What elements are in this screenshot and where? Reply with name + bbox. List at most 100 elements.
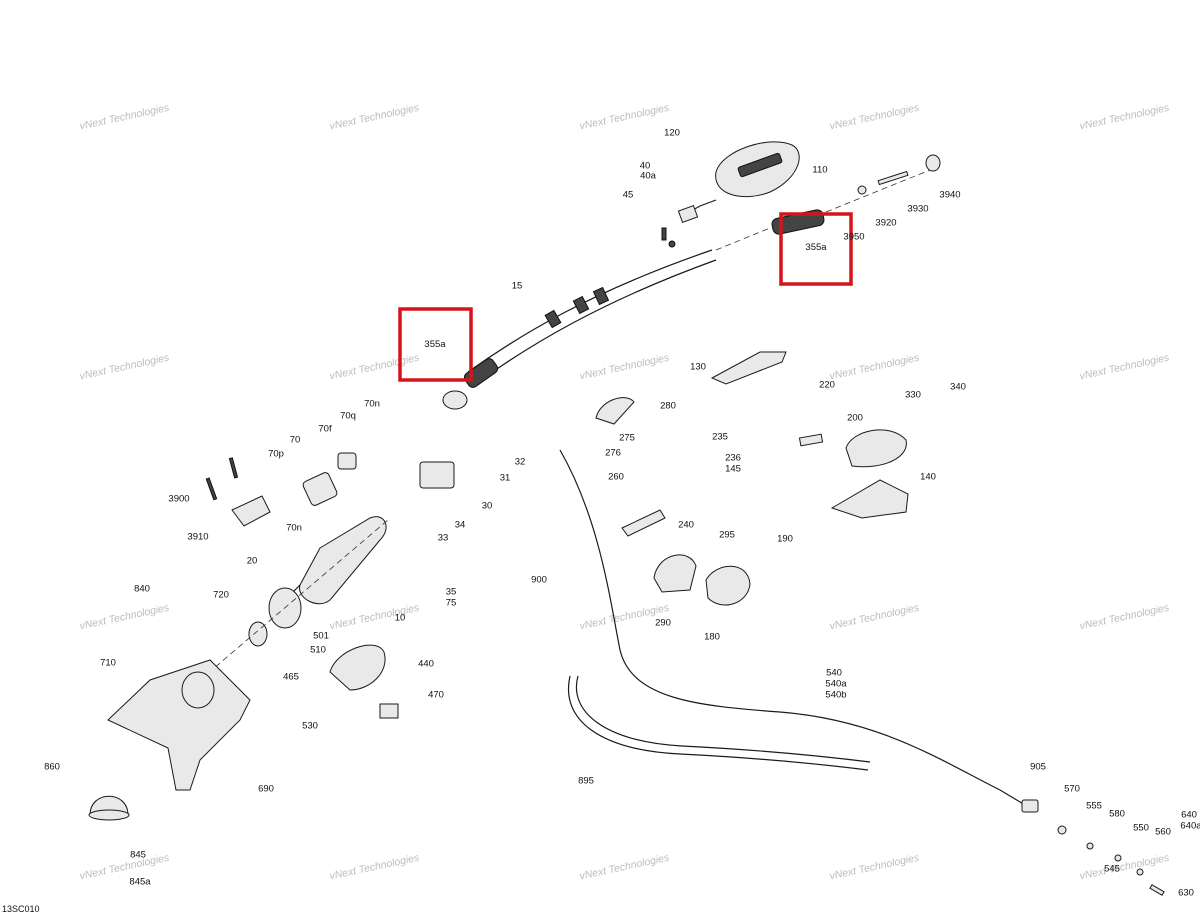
watermark: vNext Technologies xyxy=(329,852,421,883)
seal-ring xyxy=(248,621,268,647)
steering-base xyxy=(107,659,251,791)
part-callout: 840 xyxy=(134,584,150,595)
part-callout: 845 xyxy=(130,850,146,861)
upper-clamp xyxy=(302,472,338,506)
diagram-code: 13SC010 xyxy=(2,904,40,914)
lever-housing-280 xyxy=(595,397,635,425)
base-opening xyxy=(181,671,215,709)
part-callout: 3940 xyxy=(939,190,960,201)
breather-hose xyxy=(568,675,869,771)
cable-nut xyxy=(1086,842,1094,850)
lower-bracket xyxy=(231,495,271,527)
watermark: vNext Technologies xyxy=(329,352,421,383)
highlight-layer: 355a 355a xyxy=(398,212,853,382)
part-callout: 70 xyxy=(290,435,301,446)
part-callout: 580 xyxy=(1109,809,1125,820)
watermark: vNext Technologies xyxy=(1079,352,1171,383)
part-callout: 3920 xyxy=(875,218,896,229)
part-callout: 10 xyxy=(395,613,406,624)
highlighted-part-label: 355a xyxy=(805,242,827,253)
part-callout: 340 xyxy=(950,382,966,393)
part-callout: 720 xyxy=(213,590,229,601)
part-callout: 20 xyxy=(247,556,258,567)
throttle-cable xyxy=(559,449,1001,791)
cable-nut xyxy=(1136,868,1144,876)
tube-stripe xyxy=(572,295,590,315)
part-callout: 70q xyxy=(340,411,356,422)
watermark: vNext Technologies xyxy=(1079,602,1171,633)
hand-guard-180 xyxy=(705,565,751,606)
cable-ferrule xyxy=(1021,799,1039,813)
part-callout: 70n xyxy=(364,399,380,410)
part-callout: 260 xyxy=(608,472,624,483)
part-callout: 35 xyxy=(446,587,457,598)
steering-column xyxy=(299,516,387,605)
watermark: vNext Technologies xyxy=(79,602,171,633)
part-callout: 560 xyxy=(1155,827,1171,838)
part-callout: 3950 xyxy=(843,232,864,243)
part-callout: 440 xyxy=(418,659,434,670)
watermark: vNext Technologies xyxy=(579,352,671,383)
part-callout: 190 xyxy=(777,534,793,545)
part-callout: 240 xyxy=(678,520,694,531)
cable-nut xyxy=(1114,854,1122,862)
part-callout: 70f xyxy=(318,424,332,435)
part-callout: 690 xyxy=(258,784,274,795)
boot-base xyxy=(88,809,130,821)
part-callout: 34 xyxy=(455,520,466,531)
part-callout: 540a xyxy=(825,679,847,690)
part-callout: 330 xyxy=(905,390,921,401)
axis-line xyxy=(715,227,771,251)
part-callout: 275 xyxy=(619,433,635,444)
part-callout: 15 xyxy=(512,281,523,292)
screw xyxy=(661,227,667,241)
part-callout: 860 xyxy=(44,762,60,773)
part-callout: 640 xyxy=(1181,810,1197,821)
watermark: vNext Technologies xyxy=(829,102,921,133)
parts-illustration xyxy=(88,141,1165,896)
part-callout: 550 xyxy=(1133,823,1149,834)
handlebar-tube-lower xyxy=(477,259,717,383)
part-callout: 3900 xyxy=(168,494,189,505)
column-bracket xyxy=(419,461,455,489)
part-callout: 630 xyxy=(1178,888,1194,899)
bar-end-bolt xyxy=(877,170,909,186)
bar-end-cap xyxy=(925,154,941,172)
watermark: vNext Technologies xyxy=(79,352,171,383)
part-callout: 75 xyxy=(446,598,457,609)
part-callout: 45 xyxy=(623,190,634,201)
part-callout: 70p xyxy=(268,449,284,460)
part-callout: 710 xyxy=(100,658,116,669)
handlebar-tube xyxy=(467,249,713,373)
watermark: vNext Technologies xyxy=(1079,852,1171,883)
part-callout: 220 xyxy=(819,380,835,391)
part-callout: 31 xyxy=(500,473,511,484)
part-callout: 145 xyxy=(725,464,741,475)
watermark: vNext Technologies xyxy=(829,602,921,633)
watermark: vNext Technologies xyxy=(329,602,421,633)
throttle-housing xyxy=(329,644,386,691)
part-callout: 120 xyxy=(664,128,680,139)
column-axis xyxy=(199,519,389,681)
watermark: vNext Technologies xyxy=(79,852,171,883)
part-callout: 555 xyxy=(1086,801,1102,812)
part-callout: 895 xyxy=(578,776,594,787)
brake-lever xyxy=(621,509,666,537)
washer xyxy=(857,185,867,195)
tube-stripe xyxy=(592,286,610,306)
part-callout: 640a xyxy=(1180,821,1200,832)
highlighted-part-label: 355a xyxy=(424,339,446,350)
part-callout: 32 xyxy=(515,457,526,468)
watermark: vNext Technologies xyxy=(829,852,921,883)
part-callout: 545 xyxy=(1104,864,1120,875)
part-callout: 3910 xyxy=(187,532,208,543)
part-callout: 200 xyxy=(847,413,863,424)
highlight-box xyxy=(398,307,473,382)
nut xyxy=(668,240,676,248)
part-callout: 235 xyxy=(712,432,728,443)
switch-200 xyxy=(798,433,824,447)
bolt xyxy=(228,457,239,479)
bracket-clamp xyxy=(677,204,699,224)
